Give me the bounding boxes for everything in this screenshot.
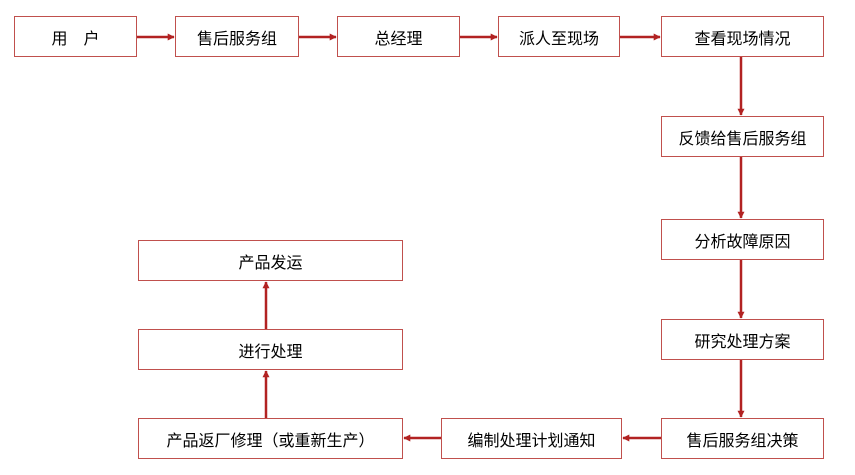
- node-return-to-factory-label: 产品返厂修理（或重新生产）: [166, 430, 375, 450]
- node-return-to-factory: 产品返厂修理（或重新生产）: [138, 418, 403, 459]
- node-after-sales-team-label: 售后服务组: [196, 28, 277, 48]
- node-team-decision-label: 售后服务组决策: [686, 430, 799, 450]
- node-study-plan: 研究处理方案: [661, 319, 824, 360]
- node-feedback-to-team: 反馈给售后服务组: [661, 116, 824, 157]
- node-inspect-site: 查看现场情况: [661, 16, 824, 57]
- node-analyze-fault: 分析故障原因: [661, 219, 824, 260]
- node-study-plan-label: 研究处理方案: [694, 331, 791, 351]
- node-ship-product: 产品发运: [138, 240, 403, 281]
- node-dispatch-to-site: 派人至现场: [498, 16, 620, 57]
- node-feedback-to-team-label: 反馈给售后服务组: [678, 128, 807, 148]
- node-process-label: 进行处理: [238, 341, 303, 361]
- node-general-manager-label: 总经理: [374, 28, 423, 48]
- node-dispatch-to-site-label: 派人至现场: [518, 28, 599, 48]
- node-compile-plan-notice-label: 编制处理计划通知: [467, 430, 596, 450]
- node-general-manager: 总经理: [337, 16, 460, 57]
- node-user-label: 用 户: [51, 28, 100, 48]
- node-analyze-fault-label: 分析故障原因: [694, 231, 791, 251]
- node-ship-product-label: 产品发运: [238, 252, 303, 272]
- node-team-decision: 售后服务组决策: [661, 418, 824, 459]
- node-compile-plan-notice: 编制处理计划通知: [441, 418, 622, 459]
- node-after-sales-team: 售后服务组: [175, 16, 299, 57]
- node-process: 进行处理: [138, 329, 403, 370]
- node-inspect-site-label: 查看现场情况: [694, 28, 791, 48]
- node-user: 用 户: [14, 16, 137, 57]
